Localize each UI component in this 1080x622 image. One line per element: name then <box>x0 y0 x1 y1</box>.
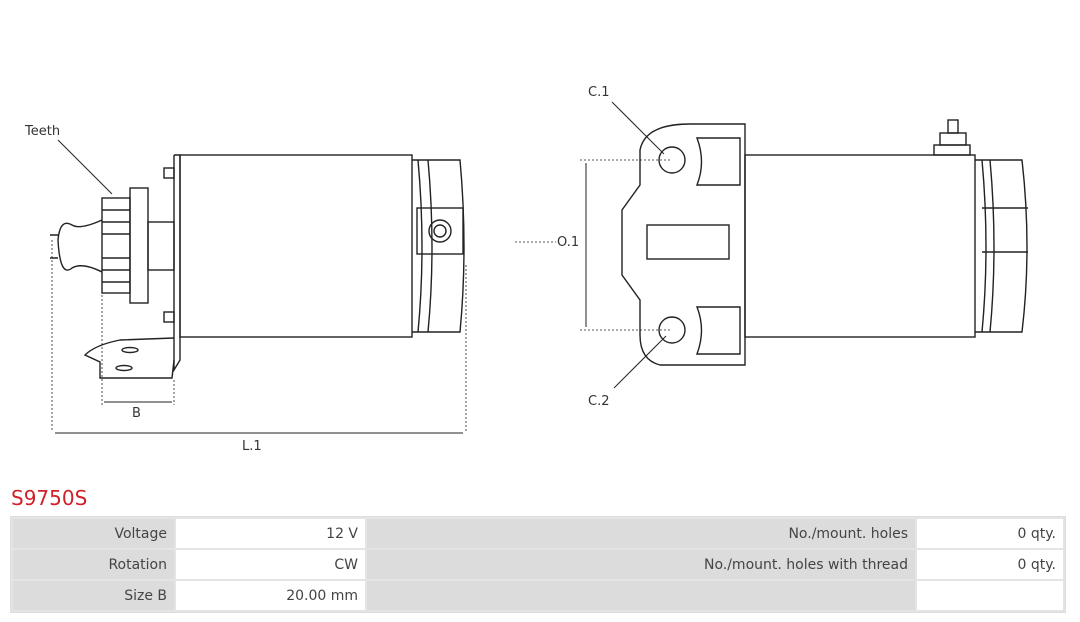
spec-value: 20.00 mm <box>176 581 365 610</box>
label-c1: C.1 <box>588 85 609 100</box>
spec-label <box>367 581 915 610</box>
spec-value: 12 V <box>176 519 365 548</box>
spec-label: Rotation <box>13 550 174 579</box>
label-b: B <box>132 406 141 421</box>
spec-label: No./mount. holes <box>367 519 915 548</box>
table-row: Size B 20.00 mm <box>13 581 1063 610</box>
spec-value: CW <box>176 550 365 579</box>
label-teeth: Teeth <box>24 124 60 139</box>
spec-label: No./mount. holes with thread <box>367 550 915 579</box>
table-row: Rotation CW No./mount. holes with thread… <box>13 550 1063 579</box>
spec-label: Size B <box>13 581 174 610</box>
side-view <box>50 139 467 434</box>
product-code: S9750S <box>11 486 88 510</box>
technical-drawing: Teeth B L.1 C.1 C.2 O.1 <box>24 85 1028 454</box>
spec-label: Voltage <box>13 519 174 548</box>
specs-table: Voltage 12 V No./mount. holes 0 qty. Rot… <box>10 516 1066 613</box>
front-view <box>515 101 1028 389</box>
label-c2: C.2 <box>588 394 609 409</box>
spec-value: 0 qty. <box>917 550 1063 579</box>
table-row: Voltage 12 V No./mount. holes 0 qty. <box>13 519 1063 548</box>
spec-value: 0 qty. <box>917 519 1063 548</box>
label-o1: O.1 <box>557 235 579 250</box>
label-l1: L.1 <box>242 439 262 454</box>
spec-value <box>917 581 1063 610</box>
